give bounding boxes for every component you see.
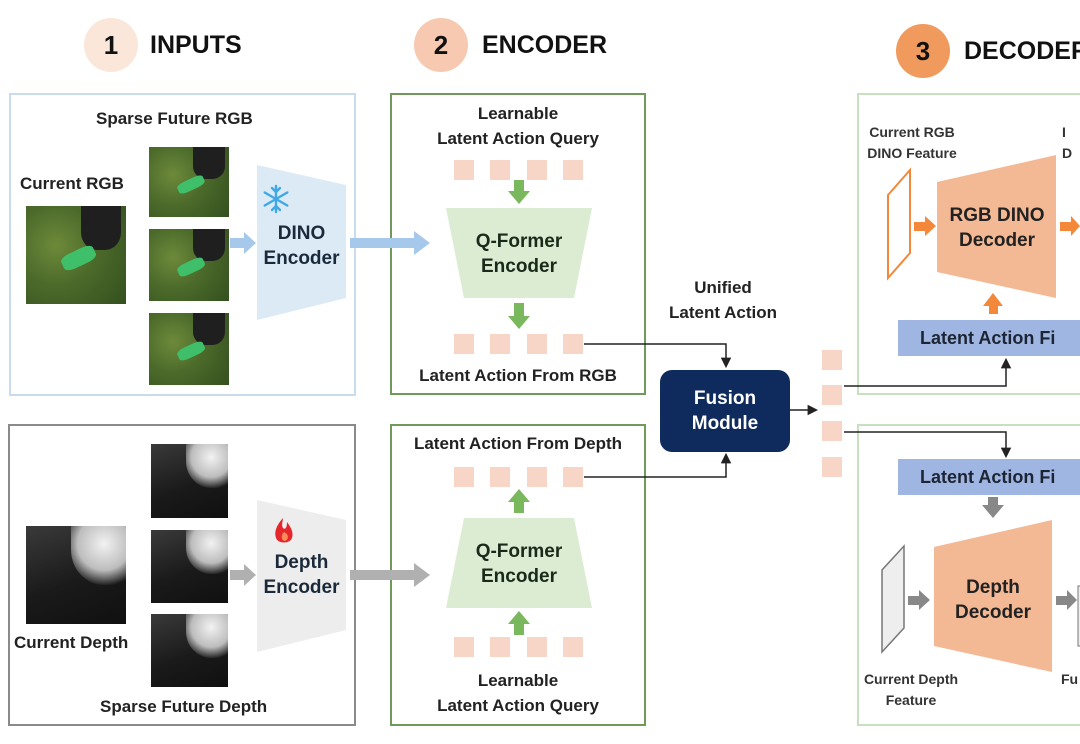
orange-arrow-feature [914,216,936,236]
grey-arrow-out [1056,590,1077,610]
rgb-to-fusion-line [584,343,732,369]
grey-arrow-feature [908,590,930,610]
dino-encoder-shape [257,165,346,320]
fusion-module-box [660,370,790,452]
unified-token-3 [822,421,842,441]
sparse-future-depth-label: Sparse Future Depth [100,697,268,716]
rgb-latent-output-label: Latent Action From RGB [419,366,617,385]
future-rgb-image-1 [149,147,229,217]
depth-latent-output-label: Latent Action From Depth [413,434,623,453]
orange-arrow-out [1060,216,1080,236]
rgb-latent-token-3 [527,334,547,354]
unified-token-2 [822,385,842,405]
cut-label-bottom-right: Fu [1061,671,1079,687]
rgb-latent-token-1 [454,334,474,354]
step-1-circle: 1 [84,18,138,72]
orange-arrow-film [983,293,1003,314]
future-depth-image-1 [151,444,228,518]
future-rgb-image-3 [149,313,229,385]
grey-arrow-2 [350,563,430,587]
current-rgb-label: Current RGB [20,174,124,193]
rgb-query-token-3 [527,160,547,180]
depth-latent-token-1 [454,467,474,487]
fire-icon [275,518,293,543]
unified-to-depth-film-line [844,431,1012,459]
depth-query-token-1 [454,637,474,657]
depth-feature-plane [881,544,905,654]
blue-arrow-2 [350,231,430,255]
step-3-title: DECODER [964,37,1080,65]
step-2-title: ENCODER [482,31,608,59]
rgb-latent-token-4 [563,334,583,354]
rgb-dino-decoder-shape [937,155,1056,298]
current-depth-image [26,526,126,624]
depth-latent-token-3 [527,467,547,487]
future-depth-image-3 [151,614,228,687]
rgb-query-token-2 [490,160,510,180]
rgb-query-token-1 [454,160,474,180]
step-1-title: INPUTS [150,31,242,59]
green-arrow-depth-out [508,489,530,513]
depth-query-token-3 [527,637,547,657]
grey-arrow-film-down [982,497,1004,518]
depth-to-fusion-line [584,452,732,478]
rgb-latent-token-2 [490,334,510,354]
future-rgb-image-2 [149,229,229,301]
current-depth-label: Current Depth [14,633,129,652]
step-3-circle: 3 [896,24,950,78]
depth-query-token-2 [490,637,510,657]
future-depth-image-2 [151,530,228,603]
depth-qformer-shape [446,518,592,608]
rgb-qformer-shape [446,208,592,298]
depth-film-block: Latent Action Fi [898,459,1080,495]
green-arrow-depth-in [508,611,530,635]
green-arrow-rgb-in [508,180,530,204]
current-rgb-image [26,206,126,304]
depth-decoder-shape [934,520,1052,672]
unified-token-1 [822,350,842,370]
rgb-dino-feature-plane [887,167,911,281]
rgb-film-block: Latent Action Fi [898,320,1080,356]
step-2-circle: 2 [414,18,468,72]
rgb-query-token-4 [563,160,583,180]
depth-latent-token-4 [563,467,583,487]
snowflake-icon [263,184,289,214]
depth-latent-token-2 [490,467,510,487]
depth-query-token-4 [563,637,583,657]
blue-arrow-1 [230,232,256,254]
unified-token-4 [822,457,842,477]
green-arrow-rgb-out [508,303,530,329]
cut-output-plane [1077,585,1080,647]
grey-arrow-1 [230,564,256,586]
sparse-future-rgb-label: Sparse Future RGB [96,109,253,128]
unified-to-rgb-film-line [844,357,1012,387]
